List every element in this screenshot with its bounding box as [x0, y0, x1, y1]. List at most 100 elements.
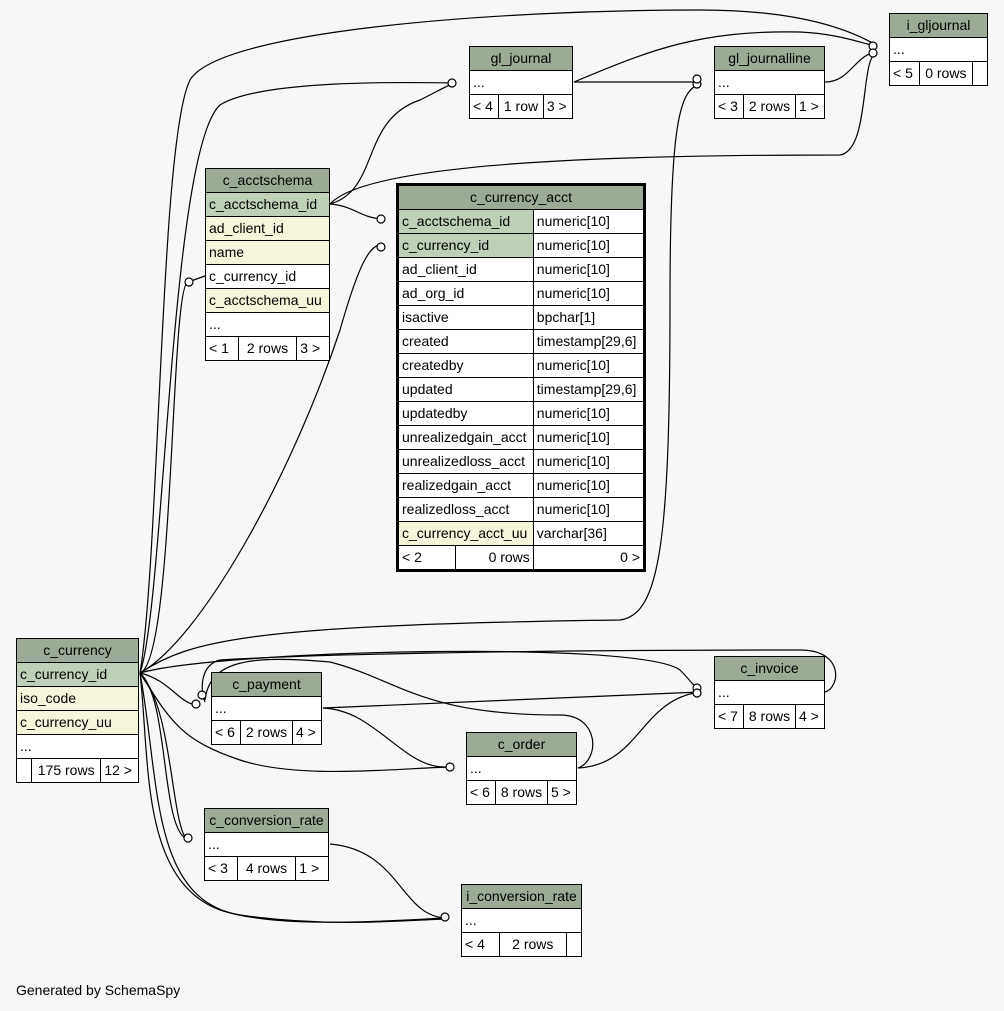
- children-count[interactable]: 5 >: [547, 780, 577, 805]
- row-count: 8 rows: [742, 704, 797, 729]
- column-name: c_currency_acct_uu: [397, 521, 534, 546]
- row-count: 1 row: [498, 94, 544, 119]
- parents-count: [16, 758, 32, 783]
- column-type: numeric[10]: [532, 209, 646, 234]
- children-count[interactable]: 1 >: [795, 94, 825, 119]
- column-row: ...: [889, 37, 988, 62]
- row-count: 175 rows: [30, 758, 102, 783]
- column-name: updatedby: [397, 401, 534, 426]
- column-row: ...: [204, 832, 329, 857]
- children-count[interactable]: 4 >: [292, 720, 322, 745]
- children-count[interactable]: 3 >: [542, 94, 574, 119]
- parents-count[interactable]: < 6: [466, 780, 496, 805]
- generated-by-text: Generated by SchemaSpy: [16, 982, 181, 998]
- row-count: 2 rows: [498, 932, 568, 957]
- edge-gl-journal-i-gljournal: [573, 31, 877, 83]
- edge-order-invoice: [577, 691, 701, 769]
- row-count: 2 rows: [742, 94, 797, 119]
- children-count[interactable]: 1 >: [295, 856, 329, 881]
- table-c-conversion-rate[interactable]: c_conversion_rate ... < 3 4 rows 1 >: [204, 808, 329, 881]
- table-title[interactable]: c_currency: [16, 638, 139, 663]
- column-c-acctschema-id: c_acctschema_id: [205, 192, 330, 217]
- column-name: realizedgain_acct: [397, 473, 534, 498]
- column-c-currency-uu: c_currency_uu: [16, 710, 139, 735]
- column-c-acctschema-uu: c_acctschema_uu: [205, 288, 330, 313]
- children-count[interactable]: 0 >: [532, 545, 646, 571]
- edge-acctschema-currency-acct: [329, 203, 384, 220]
- parents-count[interactable]: < 4: [468, 94, 500, 119]
- table-c-order[interactable]: c_order ... < 6 8 rows 5 >: [466, 732, 577, 805]
- edge-invoice-payment: [201, 649, 837, 703]
- row-count: 2 rows: [239, 720, 294, 745]
- children-count[interactable]: 4 >: [795, 704, 825, 729]
- parents-count[interactable]: < 6: [211, 720, 241, 745]
- column-more: ...: [205, 312, 330, 337]
- table-title[interactable]: c_order: [466, 732, 577, 757]
- parents-count[interactable]: < 3: [204, 856, 238, 881]
- column-c-currency-id: c_currency_id: [16, 662, 139, 687]
- children-count[interactable]: 3 >: [296, 336, 330, 361]
- column-type: numeric[10]: [532, 233, 646, 258]
- column-type: numeric[10]: [532, 497, 646, 522]
- parents-count[interactable]: < 4: [461, 932, 500, 957]
- edge-acctschema-gl-journal: [329, 82, 456, 205]
- edge-order-payment: [204, 658, 594, 769]
- table-title[interactable]: i_conversion_rate: [461, 884, 582, 909]
- edge-currency-acctschema: [139, 275, 206, 674]
- edge-currency-i-conversion-rate-2: [139, 672, 446, 923]
- table-title[interactable]: i_gljournal: [889, 13, 988, 38]
- column-type: numeric[10]: [532, 473, 646, 498]
- column-name: created: [397, 329, 534, 354]
- edge-currency-currency-acct: [139, 243, 384, 674]
- column-name: isactive: [397, 305, 534, 330]
- table-title[interactable]: c_currency_acct: [397, 184, 645, 210]
- edge-currency-invoice: [139, 650, 701, 691]
- column-row: ...: [714, 70, 825, 95]
- column-name: createdby: [397, 353, 534, 378]
- table-title[interactable]: gl_journal: [469, 46, 573, 71]
- column-iso-code: iso_code: [16, 686, 139, 711]
- table-gl-journal[interactable]: gl_journal ... < 4 1 row 3 >: [468, 46, 574, 119]
- edge-currency-gl-journal: [139, 81, 456, 674]
- row-count: 4 rows: [236, 856, 297, 881]
- parents-count[interactable]: < 5: [889, 61, 920, 86]
- column-type: numeric[10]: [532, 401, 646, 426]
- table-title[interactable]: c_invoice: [714, 656, 825, 681]
- column-name: name: [205, 240, 330, 265]
- column-type: numeric[10]: [532, 281, 646, 306]
- edge-currency-payment: [139, 672, 199, 706]
- parents-count[interactable]: < 1: [205, 336, 239, 361]
- parents-count[interactable]: < 7: [714, 704, 744, 729]
- table-title[interactable]: c_conversion_rate: [204, 808, 329, 833]
- table-title[interactable]: c_acctschema: [205, 168, 330, 193]
- column-row: ...: [714, 680, 825, 705]
- table-c-currency[interactable]: c_currency c_currency_id iso_code c_curr…: [16, 638, 139, 783]
- table-title[interactable]: c_payment: [211, 672, 322, 697]
- table-c-acctschema[interactable]: c_acctschema c_acctschema_id ad_client_i…: [205, 168, 330, 361]
- edge-payment-order: [322, 707, 453, 768]
- edge-currency-gl-journalline: [139, 83, 701, 674]
- edge-currency-conversion-rate-2: [139, 672, 191, 843]
- row-count: 0 rows: [455, 545, 534, 571]
- column-row: ...: [469, 70, 573, 95]
- children-count[interactable]: 12 >: [100, 758, 139, 783]
- table-c-invoice[interactable]: c_invoice ... < 7 8 rows 4 >: [714, 656, 825, 729]
- table-i-conversion-rate[interactable]: i_conversion_rate ... < 4 2 rows: [461, 884, 582, 957]
- table-c-payment[interactable]: c_payment ... < 6 2 rows 4 >: [211, 672, 322, 745]
- column-type: timestamp[29,6]: [532, 377, 646, 402]
- children-count: [566, 932, 582, 957]
- edge-currency-i-gljournal: [139, 9, 877, 674]
- row-count: 2 rows: [237, 336, 298, 361]
- parents-count[interactable]: < 3: [714, 94, 744, 119]
- table-gl-journalline[interactable]: gl_journalline ... < 3 2 rows 1 >: [714, 46, 825, 119]
- column-row: ...: [466, 756, 577, 781]
- column-name: c_currency_id: [397, 233, 534, 258]
- parents-count[interactable]: < 2: [397, 545, 456, 571]
- column-type: numeric[10]: [532, 449, 646, 474]
- edge-currency-order: [139, 672, 453, 773]
- table-i-gljournal[interactable]: i_gljournal ... < 5 0 rows: [889, 13, 988, 86]
- table-title[interactable]: gl_journalline: [714, 46, 825, 71]
- column-c-currency-id: c_currency_id: [205, 264, 330, 289]
- edge-end-markers: [183, 41, 878, 922]
